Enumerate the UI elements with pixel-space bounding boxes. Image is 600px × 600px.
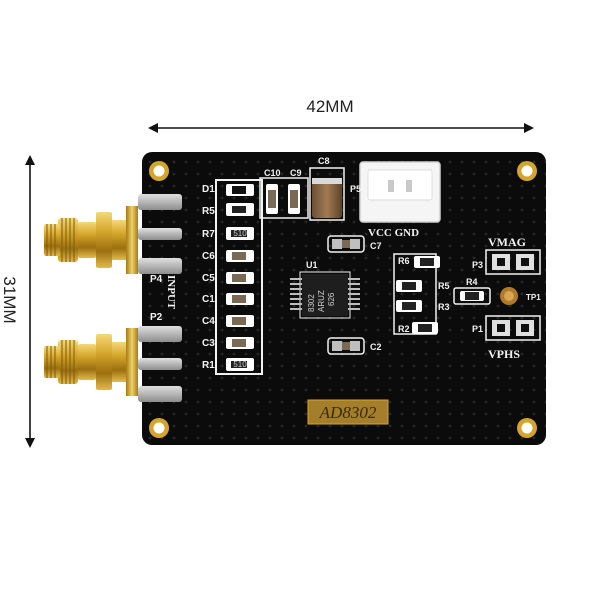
ref-r1: R1 — [202, 360, 215, 371]
c7-capacitor: C7 — [327, 235, 382, 253]
ic-marking-3: 626 — [327, 292, 336, 306]
ic-u1: U1 8302 ARUZ 626 — [290, 260, 360, 319]
ref-c3: C3 — [202, 338, 215, 349]
ref-r4: R4 — [466, 277, 478, 287]
sma-connector-bottom — [44, 326, 182, 402]
ref-r2: R2 — [398, 324, 410, 334]
ref-c2: C2 — [370, 342, 382, 352]
test-point-tp1: TP1 — [500, 287, 541, 305]
ref-r7: R7 — [202, 229, 215, 240]
chip-marking: AD8302 — [319, 403, 377, 422]
ref-r5: R5 — [202, 206, 215, 217]
ad8302-marking: AD8302 — [307, 399, 389, 425]
top-capacitors: C10 C9 C8 — [259, 156, 345, 221]
ref-c7: C7 — [370, 241, 382, 251]
ref-c6: C6 — [202, 251, 215, 262]
left-component-column: 510 510 D1 R5 R7 C6 C5 C1 C4 C3 R1 P4 P2… — [150, 179, 263, 375]
vphs-header: P1 VPHS — [472, 315, 541, 361]
ref-p5: P5 — [350, 184, 361, 194]
ref-r5b: R5 — [438, 281, 450, 291]
vphs-label: VPHS — [488, 347, 520, 361]
ref-d1: D1 — [202, 184, 215, 195]
ref-p3: P3 — [472, 260, 483, 270]
height-label: 31MM — [0, 276, 19, 323]
vcc-gnd-label: VCC GND — [368, 227, 419, 239]
width-label: 42MM — [306, 97, 353, 116]
input-label: INPUT — [165, 275, 177, 310]
ref-c5: C5 — [202, 273, 215, 284]
width-dimension: 42MM — [148, 97, 534, 133]
right-resistor-group: R6 R5 R3 R2 R4 — [393, 253, 491, 335]
c2-capacitor: C2 — [327, 337, 382, 355]
ref-r3: R3 — [438, 302, 450, 312]
ic-marking-2: ARUZ — [317, 290, 326, 312]
r1-code: 510 — [233, 360, 247, 369]
c8-tantalum — [309, 167, 345, 221]
vmag-label: VMAG — [488, 235, 526, 249]
ref-c10: C10 — [264, 168, 281, 178]
tp1-label: TP1 — [526, 293, 541, 302]
ref-p1: P1 — [472, 324, 483, 334]
ref-c4: C4 — [202, 316, 215, 327]
mounting-hole-br — [517, 418, 537, 438]
mounting-hole-tr — [517, 161, 537, 181]
ref-p2: P2 — [150, 312, 163, 323]
ref-c9: C9 — [290, 168, 302, 178]
height-dimension: 31MM — [0, 155, 35, 448]
d1-led — [226, 184, 254, 196]
sma-connector-top — [44, 194, 182, 274]
ic-marking-1: 8302 — [307, 294, 316, 312]
ref-c8: C8 — [318, 156, 330, 166]
ref-u1: U1 — [306, 260, 318, 270]
ref-r6: R6 — [398, 256, 410, 266]
mounting-hole-tl — [149, 161, 169, 181]
power-connector: P5 VCC GND — [350, 161, 441, 239]
ref-p4: P4 — [150, 274, 163, 285]
ref-c1: C1 — [202, 294, 215, 305]
mounting-hole-bl — [149, 418, 169, 438]
r7-code: 510 — [233, 229, 247, 238]
vmag-header: VMAG P3 — [472, 235, 541, 275]
